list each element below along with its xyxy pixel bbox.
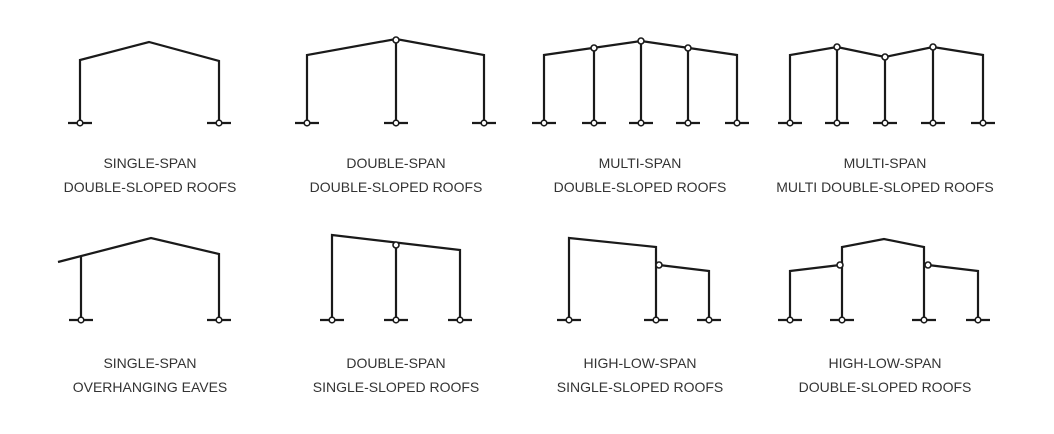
- support-pin: [733, 119, 741, 127]
- label-line2: OVERHANGING EAVES: [72, 379, 228, 395]
- support-pin: [979, 119, 987, 127]
- hinge-joint: [929, 43, 937, 51]
- frame-double-span-double-sloped: [305, 37, 486, 123]
- pinned-supports: [68, 119, 995, 324]
- diagram-label: HIGH-LOW-SPAN SINGLE-SLOPED ROOFS: [510, 351, 770, 399]
- support-pin: [303, 119, 311, 127]
- support-pin: [833, 119, 841, 127]
- support-pin: [540, 119, 548, 127]
- support-pin: [705, 316, 713, 324]
- support-pin: [76, 119, 84, 127]
- support-pin: [684, 119, 692, 127]
- label-line1: HIGH-LOW-SPAN: [583, 355, 697, 371]
- diagram-label: DOUBLE-SPAN DOUBLE-SLOPED ROOFS: [266, 151, 526, 199]
- diagram-label: SINGLE-SPAN DOUBLE-SLOPED ROOFS: [20, 151, 280, 199]
- hinge-joint: [392, 241, 400, 249]
- support-pin: [920, 316, 928, 324]
- label-line2: DOUBLE-SLOPED ROOFS: [309, 179, 483, 195]
- label-line2: SINGLE-SLOPED ROOFS: [312, 379, 480, 395]
- label-line2: SINGLE-SLOPED ROOFS: [556, 379, 724, 395]
- support-pin: [786, 316, 794, 324]
- hinge-joint: [655, 261, 663, 269]
- support-pin: [456, 316, 464, 324]
- diagram-label: HIGH-LOW-SPAN DOUBLE-SLOPED ROOFS: [755, 351, 1015, 399]
- label-line2: DOUBLE-SLOPED ROOFS: [798, 379, 972, 395]
- support-pin: [786, 119, 794, 127]
- label-line2: DOUBLE-SLOPED ROOFS: [63, 179, 237, 195]
- hinge-joint: [836, 261, 844, 269]
- label-line1: MULTI-SPAN: [598, 155, 682, 171]
- support-pin: [881, 119, 889, 127]
- diagram-label: DOUBLE-SPAN SINGLE-SLOPED ROOFS: [266, 351, 526, 399]
- support-pin: [929, 119, 937, 127]
- frame-high-low-span-single-sloped: [567, 236, 711, 320]
- support-pin: [565, 316, 573, 324]
- support-pin: [637, 119, 645, 127]
- hinge-joints: [392, 36, 937, 269]
- support-pin: [838, 316, 846, 324]
- frame-single-span-double-sloped: [78, 40, 221, 123]
- support-pin: [215, 119, 223, 127]
- hinge-joint: [684, 44, 692, 52]
- hinge-joint: [881, 53, 889, 61]
- support-pin: [590, 119, 598, 127]
- diagram-label: MULTI-SPAN DOUBLE-SLOPED ROOFS: [510, 151, 770, 199]
- label-line2: MULTI DOUBLE-SLOPED ROOFS: [776, 179, 994, 195]
- frame-high-low-span-double-sloped: [788, 237, 980, 320]
- support-pin: [328, 316, 336, 324]
- frame-multi-span-double-sloped: [542, 39, 739, 123]
- support-pin: [480, 119, 488, 127]
- label-line1: SINGLE-SPAN: [103, 355, 197, 371]
- hinge-joint: [637, 37, 645, 45]
- support-pin: [974, 316, 982, 324]
- support-pin: [392, 119, 400, 127]
- frame-single-span-overhanging-eaves: [57, 236, 221, 320]
- hinge-joint: [590, 44, 598, 52]
- hinge-joint: [924, 261, 932, 269]
- hinge-joint: [833, 43, 841, 51]
- hinge-joint: [392, 36, 400, 44]
- label-line1: HIGH-LOW-SPAN: [828, 355, 942, 371]
- support-pin: [215, 316, 223, 324]
- diagram-label: SINGLE-SPAN OVERHANGING EAVES: [20, 351, 280, 399]
- label-line1: SINGLE-SPAN: [103, 155, 197, 171]
- support-pin: [652, 316, 660, 324]
- label-line2: DOUBLE-SLOPED ROOFS: [553, 179, 727, 195]
- diagram-label: MULTI-SPAN MULTI DOUBLE-SLOPED ROOFS: [755, 151, 1015, 199]
- label-line1: DOUBLE-SPAN: [346, 155, 446, 171]
- label-line1: MULTI-SPAN: [843, 155, 927, 171]
- label-line1: DOUBLE-SPAN: [346, 355, 446, 371]
- support-pin: [77, 316, 85, 324]
- support-pin: [392, 316, 400, 324]
